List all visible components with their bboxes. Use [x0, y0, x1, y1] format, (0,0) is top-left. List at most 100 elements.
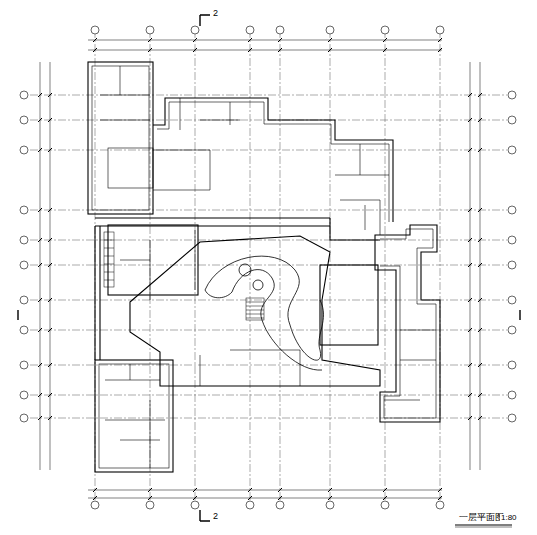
dimension-tick [48, 238, 52, 242]
dimension-tick [468, 363, 472, 367]
axis-line [330, 30, 331, 505]
axis-bubble [508, 414, 516, 422]
axis-bubble [20, 414, 28, 422]
dimension-tick [148, 38, 152, 42]
axis-bubble [436, 501, 444, 509]
dimension-tick [278, 496, 282, 500]
dimension-tick [48, 118, 52, 122]
dimension-tick [468, 238, 472, 242]
axis-bubble [508, 296, 516, 304]
axis-bubble [326, 26, 334, 34]
dimension-tick [38, 263, 42, 267]
dimension-line [88, 498, 442, 499]
axis-bubble [20, 116, 28, 124]
dimension-tick [383, 496, 387, 500]
axis-bubble [191, 501, 199, 509]
dimension-tick [478, 208, 482, 212]
axis-bubble [276, 26, 284, 34]
axis-bubble [20, 261, 28, 269]
stair [104, 232, 264, 320]
dimension-tick [38, 118, 42, 122]
dimension-tick [383, 38, 387, 42]
dimension-tick [328, 488, 332, 492]
dimension-tick [38, 148, 42, 152]
axis-bubble [91, 26, 99, 34]
dimension-tick [383, 48, 387, 52]
axis-bubble [381, 26, 389, 34]
dimension-tick [248, 48, 252, 52]
dimension-tick [328, 38, 332, 42]
dimension-tick [328, 496, 332, 500]
dimension-tick [48, 263, 52, 267]
dimension-tick [148, 496, 152, 500]
dimension-line [88, 40, 442, 41]
axis-bubble [508, 116, 516, 124]
dimension-tick [468, 416, 472, 420]
axis-bubble [326, 501, 334, 509]
axis-bubble [191, 26, 199, 34]
axis-bubble [508, 146, 516, 154]
dimension-tick [278, 38, 282, 42]
axis-bubble [508, 361, 516, 369]
dimension-tick [468, 328, 472, 332]
axis-bubble [508, 391, 516, 399]
dimension-tick [48, 93, 52, 97]
dimension-tick [148, 488, 152, 492]
dimension-tick [193, 38, 197, 42]
dimension-tick [248, 496, 252, 500]
dimension-lines [38, 38, 482, 500]
dimension-tick [278, 48, 282, 52]
walls [88, 62, 440, 472]
dimension-tick [478, 148, 482, 152]
dimension-tick [478, 238, 482, 242]
dimension-tick [438, 488, 442, 492]
partitions [100, 66, 436, 468]
axis-grid [30, 30, 507, 505]
axis-bubble [508, 91, 516, 99]
dimension-tick [478, 328, 482, 332]
axis-bubble [508, 261, 516, 269]
section-number: 2 [212, 9, 219, 18]
dimension-tick [48, 363, 52, 367]
axis-bubble [146, 501, 154, 509]
axis-bubble [20, 206, 28, 214]
axis-line [30, 265, 507, 266]
pool [205, 256, 324, 370]
dimension-tick [478, 363, 482, 367]
dimension-tick [38, 238, 42, 242]
dimension-tick [48, 148, 52, 152]
drawing-title: 一层平面图 [458, 513, 505, 522]
axis-line [30, 240, 507, 241]
axis-line [280, 30, 281, 505]
dimension-tick [468, 208, 472, 212]
axis-bubble [146, 26, 154, 34]
dimension-tick [93, 38, 97, 42]
section-number: 2 [212, 512, 219, 521]
dimension-tick [468, 148, 472, 152]
dimension-tick [48, 298, 52, 302]
axis-line [30, 395, 507, 396]
dimension-tick [438, 38, 442, 42]
dimension-tick [328, 48, 332, 52]
axis-bubble [508, 236, 516, 244]
axis-line [385, 30, 386, 505]
dimension-line [88, 50, 442, 51]
dimension-tick [438, 496, 442, 500]
dimension-tick [468, 93, 472, 97]
axis-bubble [246, 501, 254, 509]
axis-bubble [20, 326, 28, 334]
dimension-tick [48, 393, 52, 397]
axis-bubble [276, 501, 284, 509]
dimension-tick [193, 496, 197, 500]
dimension-tick [478, 416, 482, 420]
section-marks [18, 15, 520, 521]
dimension-tick [193, 48, 197, 52]
dimension-tick [48, 328, 52, 332]
axis-bubble [436, 26, 444, 34]
scale-label: 1:80 [500, 514, 518, 522]
axis-bubble [246, 26, 254, 34]
dimension-tick [38, 363, 42, 367]
dimension-tick [478, 393, 482, 397]
axis-bubble [91, 501, 99, 509]
